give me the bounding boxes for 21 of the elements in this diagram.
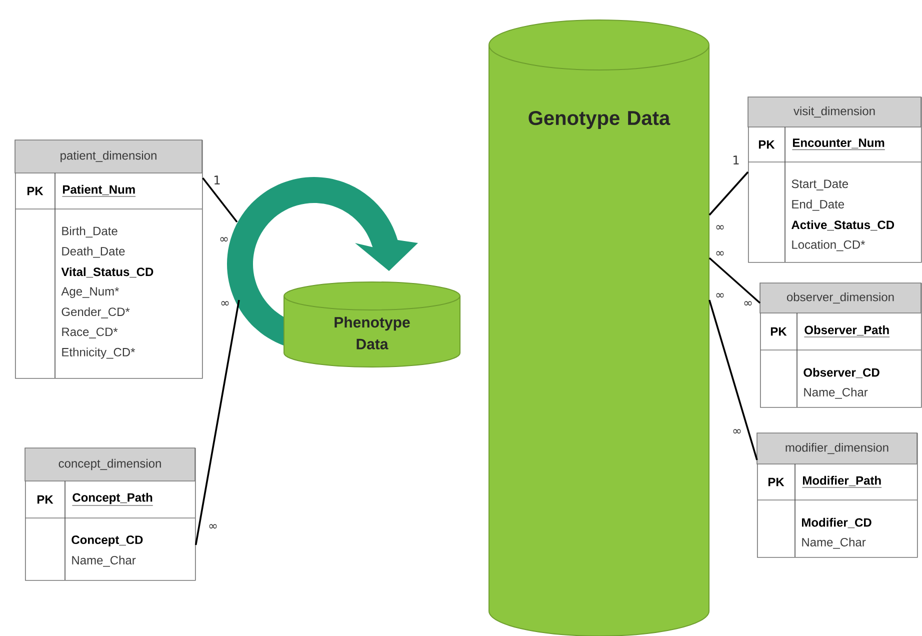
cardinality-label: ∞ <box>221 301 229 306</box>
table: observer_dimension PK Observer_Path Observer_CD Name_Char <box>760 282 922 408</box>
cardinality-label: ∞ <box>744 301 752 306</box>
cardinality-label: ∞ <box>716 251 724 256</box>
table: concept_dimension PK Concept_Path Concept_CD Name_Char <box>24 448 196 581</box>
table: visit_dimension PK Encounter_Num Start_Date End_Date Active_Status_CD Location_CD* <box>748 96 922 263</box>
connector-line <box>708 257 761 304</box>
connector-line <box>194 300 240 546</box>
connector-line <box>708 300 758 460</box>
table: patient_dimension PK Patient_Num Birth_Date Death_Date Vital_Status_CD Age_Num* Gender_CD* Race_CD* Ethnicity_CD* <box>14 140 203 379</box>
cardinality-label: ∞ <box>220 237 228 242</box>
cardinality-label: ∞ <box>716 225 724 230</box>
cardinality-label: 1 <box>214 176 220 184</box>
cardinality-label: ∞ <box>733 429 741 434</box>
cardinality-label: ∞ <box>716 293 724 298</box>
table: modifier_dimension PK Modifier_Path Modifier_CD Name_Char <box>756 432 918 558</box>
cardinality-label: ∞ <box>209 524 217 529</box>
data-cylinder: Genotype Data <box>488 20 710 636</box>
connector-line <box>202 177 238 223</box>
cardinality-label: 1 <box>734 156 739 164</box>
connector-line <box>708 171 749 216</box>
